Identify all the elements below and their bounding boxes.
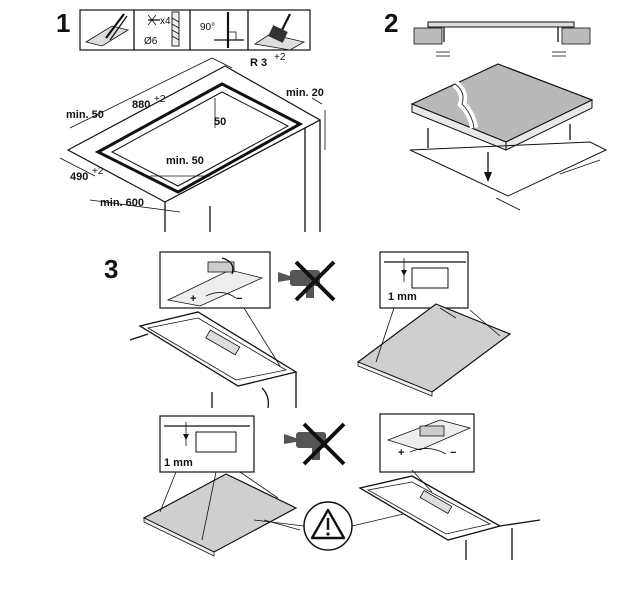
tool-count-label: x4 [160,16,171,27]
radius-tolerance: +2 [274,52,286,63]
dim50-label: 50 [214,116,226,128]
gap-bottom-label: 1 mm [164,457,193,469]
plus-bottom-label: + [398,447,404,459]
gap-top-label: 1 mm [388,291,417,303]
hob-underside-bottom-right [358,469,541,560]
radius-label: R 3 [250,57,267,69]
min50-front-label: min. 50 [166,155,204,167]
no-silicone-gun-bottom [284,422,346,466]
drill-bit-icon [147,11,180,47]
step-3-number: 3 [104,254,118,284]
clamp-detail-bottom-right [379,413,475,473]
min20-label: min. 20 [286,87,324,99]
min50-left-label: min. 50 [66,109,104,121]
minus-bottom-label: − [450,447,456,459]
hob-underside-top-left [129,307,298,409]
depth-label: 490 [70,171,88,183]
step-2-number: 2 [384,8,398,38]
hob-insertion-drawing [409,63,608,211]
hob-top-right [356,303,512,397]
gap-detail-bottom-left [159,415,255,473]
hob-side-view [413,21,591,57]
hob-bottom-left [142,471,301,557]
plus-top-label: + [190,293,196,305]
brush-icon [253,13,306,51]
saw-angle-icon [214,12,244,48]
width-label: 880 [132,99,150,111]
drill-size-label: Ø6 [144,36,158,47]
warning-triangle-icon [253,501,413,551]
no-silicone-gun-top [278,260,336,302]
width-tolerance: +2 [154,94,166,105]
pencil-icon [84,13,130,47]
clamp-detail-top-left [159,251,271,309]
step-1-number: 1 [56,8,70,38]
angle-label: 90° [200,22,215,33]
depth-tolerance: +2 [92,166,104,177]
tools-strip: x4 Ø6 90° [79,9,311,51]
min600-label: min. 600 [100,197,144,209]
worktop-cutout-drawing [59,57,326,232]
minus-top-label: − [236,293,242,305]
gap-detail-top-right [379,251,469,309]
